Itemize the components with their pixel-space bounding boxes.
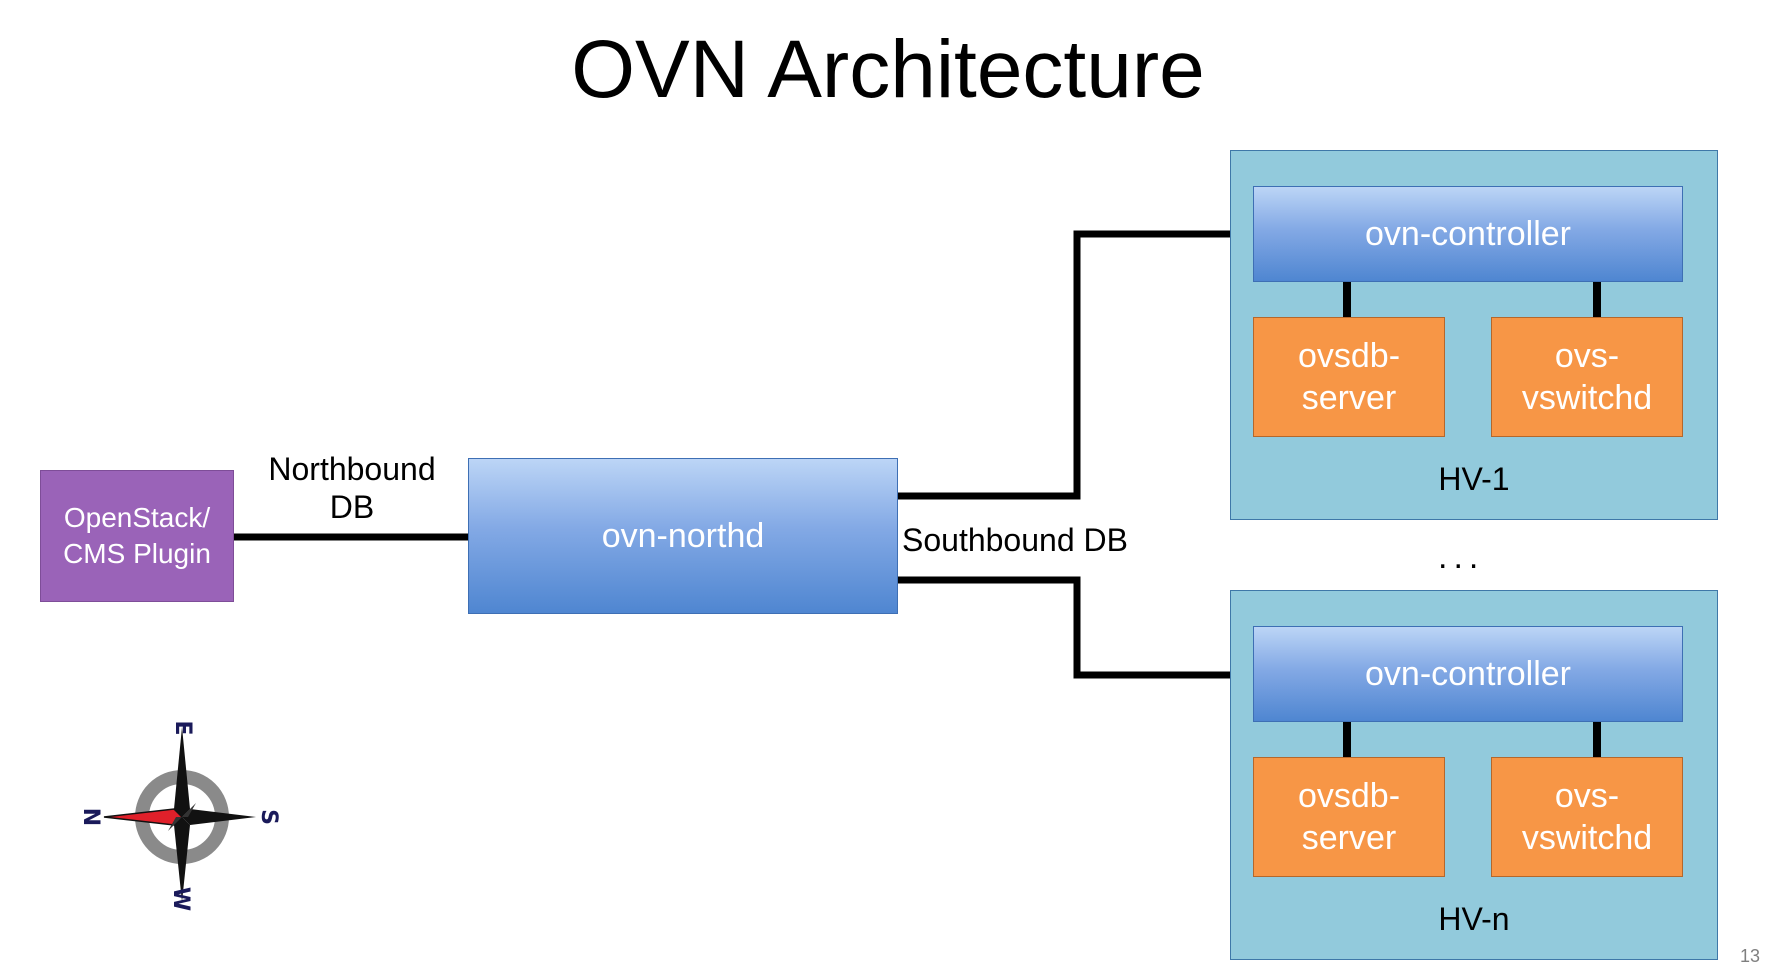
ovs-vswitchd-box: ovs- vswitchd (1491, 757, 1683, 877)
controller-ovsdb-connector (1343, 282, 1351, 318)
hypervisor-name: HV-1 (1438, 461, 1510, 497)
compass-n-label: N (78, 808, 103, 826)
ovs-vswitchd-label: ovs- vswitchd (1521, 337, 1653, 417)
ovn-controller-box: ovn-controller (1253, 186, 1683, 282)
ovn-controller-label: ovn-controller (1365, 654, 1571, 693)
controller-vswitchd-connector (1593, 722, 1601, 758)
compass-e-label: E (170, 722, 195, 736)
slide-title: OVN Architecture (571, 24, 1205, 115)
page-number: 13 (1739, 946, 1760, 966)
controller-vswitchd-connector (1593, 282, 1601, 318)
ovs-vswitchd-box: ovs- vswitchd (1491, 317, 1683, 437)
ovsdb-server-box: ovsdb- server (1253, 757, 1445, 877)
ovn-northd-box: ovn-northd (468, 458, 898, 614)
northbound-db-label: Northbound DB (268, 451, 436, 525)
cms-plugin-label: OpenStack/ CMS Plugin (63, 502, 211, 569)
ovs-vswitchd-label: ovs- vswitchd (1521, 777, 1653, 857)
southbound-connection-hv1 (898, 230, 1254, 500)
hypervisor-hv1: ovn-controller ovsdb- server ovs- vswitc… (1230, 150, 1718, 520)
ovsdb-server-label: ovsdb- server (1297, 337, 1401, 417)
ovn-controller-label: ovn-controller (1365, 214, 1571, 253)
compass-rose-icon: N E S W (78, 722, 281, 911)
ovn-northd-label: ovn-northd (601, 516, 765, 555)
compass-w-label: W (168, 887, 193, 911)
southbound-db-label: Southbound DB (902, 522, 1128, 558)
hypervisor-name: HV-n (1438, 901, 1510, 937)
ovn-controller-box: ovn-controller (1253, 626, 1683, 722)
openstack-cms-plugin-box: OpenStack/ CMS Plugin (40, 470, 234, 602)
compass-s-label: S (256, 809, 281, 825)
hypervisor-hvn: ovn-controller ovsdb- server ovs- vswitc… (1230, 590, 1718, 960)
controller-ovsdb-connector (1343, 722, 1351, 758)
ellipsis: ... (1438, 538, 1485, 576)
southbound-connection-hvn (898, 576, 1254, 679)
ovsdb-server-label: ovsdb- server (1297, 777, 1401, 857)
ovsdb-server-box: ovsdb- server (1253, 317, 1445, 437)
